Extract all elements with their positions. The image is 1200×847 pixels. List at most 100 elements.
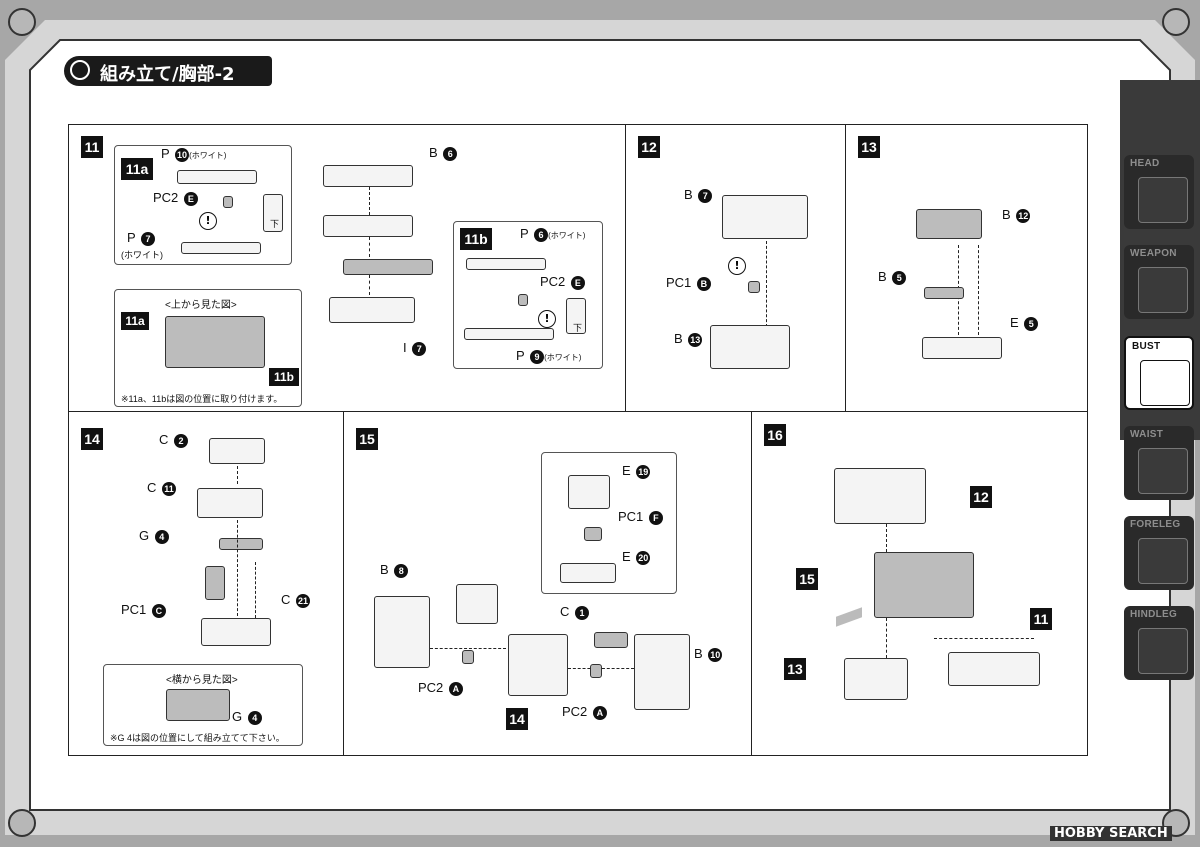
part-letter: B [878, 269, 887, 284]
part-letter: P [516, 348, 525, 363]
label-pc2-e: PC2 E [153, 190, 198, 206]
step-11a-box: 11a P 10(ホワイト) PC2 E ! 下 P 7 (ホワイト) [114, 145, 292, 265]
arrow-icon [836, 607, 862, 627]
part-number: 7 [141, 231, 156, 246]
guide-line [369, 237, 370, 257]
step-number: 11 [81, 136, 103, 158]
sidebar-item-head[interactable]: HEAD [1124, 155, 1194, 229]
part-letter: C [281, 592, 291, 607]
head-icon [1138, 177, 1188, 223]
part-c1 [594, 632, 628, 648]
part-code: E [570, 275, 585, 290]
label-pc2-a-left: PC2 A [418, 680, 463, 696]
part-number: 19 [636, 464, 651, 479]
part-i7 [329, 297, 415, 323]
part-number: 5 [1024, 316, 1039, 331]
guide-line [237, 466, 238, 484]
part-number: 10 [708, 647, 723, 662]
part-11-assembly [948, 652, 1040, 686]
guide-line [766, 241, 767, 327]
part-number: 10 [175, 147, 190, 162]
part-b5 [924, 287, 964, 299]
part-number: 2 [174, 433, 189, 448]
part-code: A [448, 681, 463, 696]
sidebar-item-label: WAIST [1130, 429, 1164, 440]
part-number: 20 [636, 550, 651, 565]
gear-icon [70, 60, 90, 80]
label-p10: P 10(ホワイト) [161, 146, 226, 162]
foreleg-icon [1138, 538, 1188, 584]
part-p6 [466, 258, 546, 270]
guide-line [978, 245, 979, 335]
step-11-panel: 11 11a P 10(ホワイト) PC2 E ! 下 P 7 (ホワイト) B… [68, 124, 626, 412]
part-pc1-f [584, 527, 602, 541]
sidebar-item-waist[interactable]: WAIST [1124, 426, 1194, 500]
label-b10: B 10 [694, 646, 723, 662]
caution-icon: ! [728, 257, 746, 275]
part-number: 6 [443, 146, 458, 161]
part-letter: B [429, 145, 438, 160]
guide-line [237, 520, 238, 616]
part-upper-frame [323, 215, 413, 237]
part-letter: P [161, 146, 170, 161]
part-letter: B [674, 331, 683, 346]
guide-line [886, 618, 887, 658]
down-label: 下 [270, 219, 280, 229]
label-c11: C 11 [147, 480, 177, 496]
part-b8 [374, 596, 430, 668]
step-11a-tag: 11a [121, 158, 153, 180]
bust-icon [1140, 360, 1190, 406]
part-13-assembly [844, 658, 908, 700]
label-c1: C 1 [560, 604, 590, 620]
part-note: (ホワイト) [548, 231, 586, 240]
sidebar-item-label: WEAPON [1130, 248, 1177, 259]
ref-step-12: 12 [970, 486, 992, 508]
part-letter: PC2 [540, 274, 566, 289]
part-number: 21 [296, 593, 311, 608]
ref-step-15: 15 [796, 568, 818, 590]
sidebar-item-foreleg[interactable]: FORELEG [1124, 516, 1194, 590]
part-note: (ホワイト) [189, 151, 227, 160]
label-e5: E 5 [1010, 315, 1039, 331]
side-view-caption: <横から見た図> [166, 675, 238, 686]
part-letter: PC2 [153, 190, 179, 205]
step-12-panel: 12 B 7 ! PC1 B B 13 [625, 124, 846, 412]
footnote: ※G 4は図の位置にして組み立てて下さい。 [110, 733, 285, 743]
guide-line [369, 187, 370, 215]
sidebar-item-hindleg[interactable]: HINDLEG [1124, 606, 1194, 680]
orientation-hint: 下 [566, 298, 586, 334]
part-p7 [181, 242, 261, 254]
sidebar-item-bust[interactable]: BUST [1124, 336, 1194, 410]
side-view-box: <横から見た図> G 4 ※G 4は図の位置にして組み立てて下さい。 [103, 664, 303, 746]
part-code: B [696, 276, 711, 291]
part-e5 [922, 337, 1002, 359]
part-number: 1 [575, 605, 590, 620]
weapon-icon [1138, 267, 1188, 313]
step-11b-box: 11b P 6(ホワイト) PC2 E 下 ! P 9(ホワイト) [453, 221, 603, 369]
step-15-panel: 15 E 19 PC1 F E 20 B 8 C 1 B 10 PC2 A 14… [343, 411, 752, 756]
guide-line [369, 275, 370, 295]
part-pc1 [748, 281, 760, 293]
label-pc2-a-right: PC2 A [562, 704, 607, 720]
label-b12: B 12 [1002, 207, 1031, 223]
part-number: 6 [534, 227, 549, 242]
label-p6: P 6(ホワイト) [520, 226, 585, 242]
part-pc1-c [205, 566, 225, 600]
footer-brand: HOBBY SEARCH [1050, 826, 1172, 841]
part-letter: P [520, 226, 529, 241]
top-view-box: <上から見た図> 11a 11b ※11a、11bは図の位置に取り付けます。 [114, 289, 302, 407]
guide-line [255, 562, 256, 618]
part-e20 [560, 563, 616, 583]
label-e20: E 20 [622, 549, 651, 565]
guide-line [430, 648, 506, 649]
label-i7: I 7 [403, 340, 427, 356]
sidebar-item-label: HINDLEG [1130, 609, 1178, 620]
step-11a-tag: 11a [121, 312, 149, 330]
part-b6 [323, 165, 413, 187]
step-number: 14 [81, 428, 103, 450]
part-e-assembly [456, 584, 498, 624]
sidebar-item-weapon[interactable]: WEAPON [1124, 245, 1194, 319]
part-code: E [183, 191, 198, 206]
label-pc1-f: PC1 F [618, 509, 663, 525]
part-pc2-left [462, 650, 474, 664]
